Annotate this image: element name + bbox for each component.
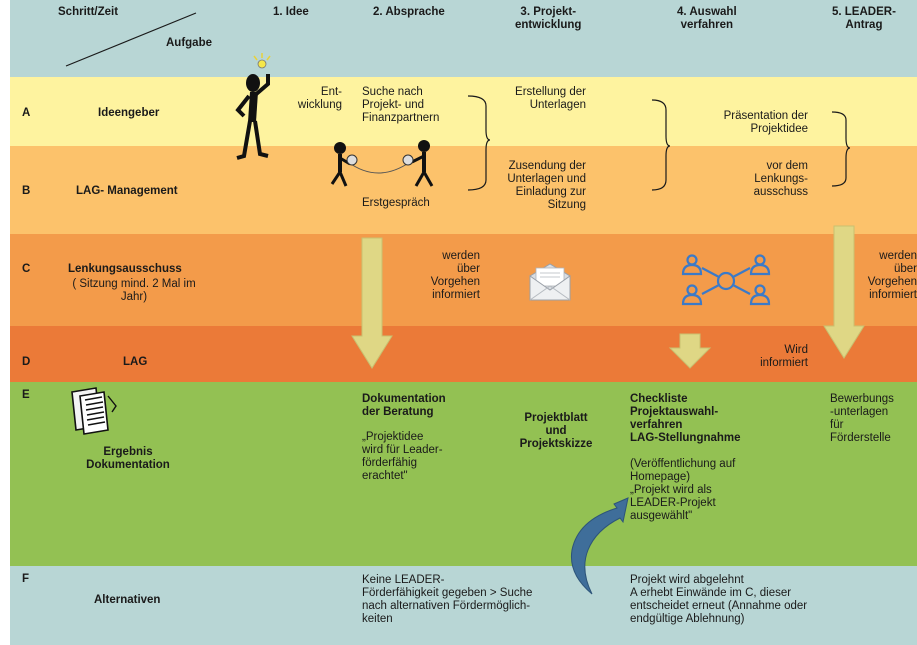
col-header-auswahlverfahren: 4. Auswahl verfahren xyxy=(677,6,737,31)
person-idea-icon xyxy=(235,53,271,160)
header-band xyxy=(10,0,917,77)
text-doku-beratung-title: Dokumentation der Beratung xyxy=(362,393,446,418)
document-icon xyxy=(71,387,117,435)
row-letter-e: E xyxy=(22,389,30,401)
row-e-band xyxy=(10,382,917,566)
row-d-band xyxy=(10,326,917,382)
text-entwicklung: Ent- wicklung xyxy=(297,86,342,111)
text-projektblatt: Projektblatt und Projektskizze xyxy=(519,412,593,450)
text-suche-partner: Suche nach Projekt- und Finanzpartnern xyxy=(362,86,440,124)
text-bewerbungsunterlagen: Bewerbungs -unterlagen für Förderstelle xyxy=(830,393,894,444)
down-arrow-absprache xyxy=(351,237,393,369)
row-label-alternativen: Alternativen xyxy=(94,594,161,606)
col-header-absprache: 2. Absprache xyxy=(373,6,445,18)
row-f-band xyxy=(10,566,917,645)
text-checkliste-note: (Veröffentlichung auf Homepage) „Projekt… xyxy=(630,458,736,522)
text-zusendung-unterlagen: Zusendung der Unterlagen und Einladung z… xyxy=(507,160,586,211)
row-letter-d: D xyxy=(22,356,31,368)
row-c-band xyxy=(10,234,917,326)
row-sublabel-sitzung: ( Sitzung mind. 2 Mal im Jahr) xyxy=(72,278,196,303)
corner-bottom-label: Aufgabe xyxy=(166,37,212,49)
text-wird-informiert: Wird informiert xyxy=(760,344,808,369)
text-vor-dem-ausschuss: vor dem Lenkungs- ausschuss xyxy=(753,160,808,198)
row-label-lag: LAG xyxy=(123,356,148,368)
people-network-icon xyxy=(681,254,771,306)
row-a-band xyxy=(10,77,917,146)
text-erstgespraech: Erstgespräch xyxy=(362,197,430,209)
text-werden-informiert-leader: werden über Vorgehen informiert xyxy=(867,250,917,301)
row-label-ideengeber: Ideengeber xyxy=(98,107,160,119)
text-keine-leader: Keine LEADER- Förderfähigkeit gegeben > … xyxy=(362,574,533,625)
row-letter-c: C xyxy=(22,263,31,275)
row-letter-a: A xyxy=(22,107,31,119)
corner-top-label: Schritt/Zeit xyxy=(58,6,119,18)
team-figures-icon xyxy=(330,140,434,187)
row-b-band xyxy=(10,146,917,234)
down-arrow-auswahl xyxy=(668,333,712,369)
row-label-lenkungsausschuss: Lenkungsausschuss xyxy=(68,263,182,275)
text-projekt-abgelehnt: Projekt wird abgelehnt A erhebt Einwände… xyxy=(630,574,808,625)
col-header-idee: 1. Idee xyxy=(273,6,309,18)
col-header-leader-antrag: 5. LEADER- Antrag xyxy=(832,6,896,31)
text-checkliste-title: Checkliste Projektauswahl- verfahren LAG… xyxy=(630,393,741,444)
text-praesentation: Präsentation der Projektidee xyxy=(723,110,808,135)
text-werden-informiert-absprache: werden über Vorgehen informiert xyxy=(430,250,480,301)
row-letter-f: F xyxy=(22,573,30,585)
col-header-projektentwicklung: 3. Projekt- entwicklung xyxy=(515,6,582,31)
row-label-ergebnis-dokumentation: Ergebnis Dokumentation xyxy=(86,446,170,471)
envelope-icon xyxy=(529,263,571,301)
text-doku-beratung-quote: „Projektidee wird für Leader- förderfähi… xyxy=(362,431,443,482)
down-arrow-leader xyxy=(823,225,865,359)
bracket-connectors xyxy=(467,95,851,191)
curved-arrow-icon xyxy=(570,497,629,595)
corner-diagonal-line xyxy=(65,12,197,67)
row-label-lag-management: LAG- Management xyxy=(76,185,178,197)
row-letter-b: B xyxy=(22,185,31,197)
text-erstellung-unterlagen: Erstellung der Unterlagen xyxy=(515,86,586,111)
